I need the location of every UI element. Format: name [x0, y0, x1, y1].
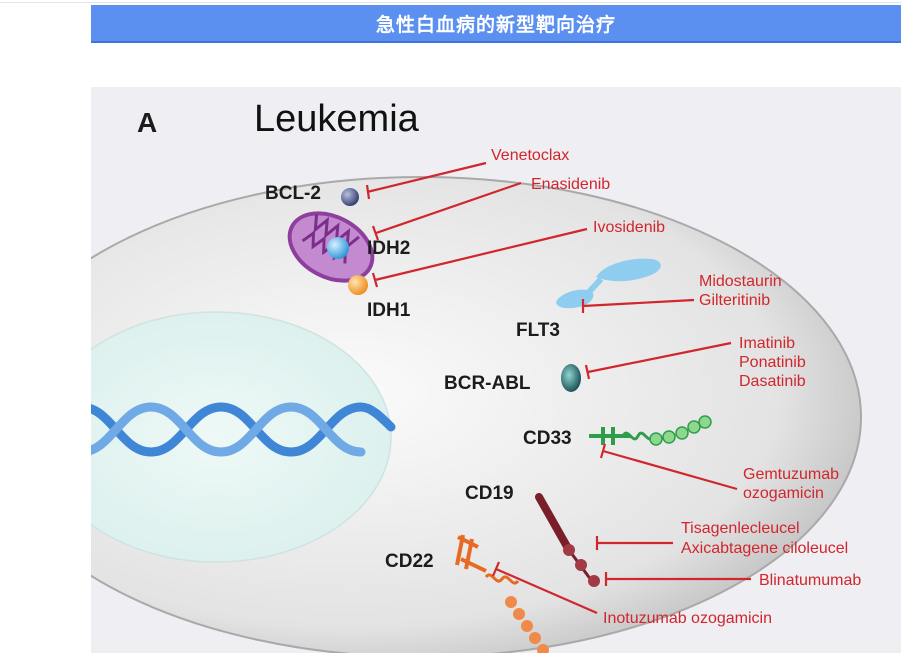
drug-dasatinib: Dasatinib — [739, 373, 806, 390]
drug-axicabtagene: Axicabtagene ciloleucel — [681, 540, 848, 557]
page-title: 急性白血病的新型靶向治疗 — [91, 5, 901, 43]
drug-gemtuzumab-line1: Gemtuzumab — [743, 466, 839, 483]
drug-imatinib: Imatinib — [739, 335, 795, 352]
cd19-receptor-icon — [535, 493, 600, 587]
drug-blinatumomab: Blinatumumab — [759, 572, 861, 589]
drug-midostaurin: Midostaurin — [699, 273, 782, 290]
inhibition-lines — [365, 161, 751, 615]
page-title-text: 急性白血病的新型靶向治疗 — [375, 14, 616, 36]
idh2-protein-icon — [327, 237, 349, 259]
figure-title: Leukemia — [254, 98, 420, 140]
flt3-label: FLT3 — [516, 320, 560, 341]
idh1-protein-icon — [348, 275, 368, 295]
drug-tisagenlecleucel: Tisagenlecleucel — [681, 520, 800, 537]
drug-ivosidenib: Ivosidenib — [593, 219, 665, 236]
drug-gilteritinib: Gilteritinib — [699, 292, 770, 309]
leukemia-targets-figure: A Leukemia BCL-2 IDH2 IDH1 FLT3 BCR-ABL — [91, 87, 901, 653]
idh2-label: IDH2 — [367, 238, 410, 259]
cd33-receptor-icon — [589, 415, 712, 446]
top-divider — [0, 2, 902, 3]
drug-gemtuzumab-line2: ozogamicin — [743, 485, 824, 502]
bcl2-label: BCL-2 — [265, 183, 321, 204]
drug-inotuzumab: Inotuzumab ozogamicin — [603, 610, 772, 627]
cd22-label: CD22 — [385, 551, 434, 572]
panel-letter: A — [137, 107, 157, 138]
figure-svg: A Leukemia BCL-2 IDH2 IDH1 FLT3 BCR-ABL — [91, 98, 862, 653]
dna-helix-icon — [91, 402, 396, 457]
idh1-label: IDH1 — [367, 300, 411, 321]
bcr-abl-protein-icon — [561, 364, 581, 392]
cd22-receptor-icon — [455, 534, 549, 653]
drug-venetoclax: Venetoclax — [491, 147, 569, 164]
cd33-label: CD33 — [523, 428, 572, 449]
nucleus — [91, 311, 392, 563]
drug-ponatinib: Ponatinib — [739, 354, 806, 371]
drug-enasidenib: Enasidenib — [531, 176, 610, 193]
bcl2-protein-icon — [341, 188, 359, 206]
bcr-abl-label: BCR-ABL — [444, 373, 531, 394]
cd19-label: CD19 — [465, 483, 514, 504]
